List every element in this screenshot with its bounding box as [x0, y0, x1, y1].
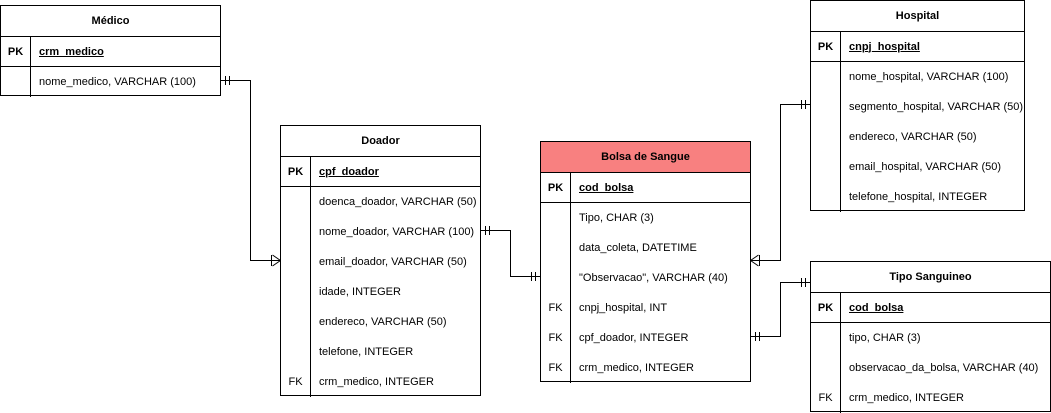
entity-tipo-sanguineo[interactable]: Tipo Sanguineo PK cod_bolsa FK tipo, CHA…: [810, 261, 1051, 413]
pk-name: cod_bolsa: [579, 181, 634, 194]
rel-medico-doador: [220, 80, 281, 261]
attr-key: [281, 307, 310, 337]
attribute: data_coleta, DATETIME: [579, 242, 697, 254]
pk-label: PK: [811, 293, 841, 322]
attr-key: FK: [288, 376, 303, 388]
entity-medico[interactable]: Médico PK crm_medico nome_medico, VARCHA…: [0, 5, 221, 97]
attr-key: [281, 247, 310, 277]
entity-bolsa-de-sangue[interactable]: Bolsa de Sangue PK cod_bolsa FK FK FK Ti…: [540, 141, 751, 383]
attribute: nome_hospital, VARCHAR (100): [849, 71, 1009, 83]
entity-title: Hospital: [811, 1, 1024, 32]
pk-label: PK: [1, 37, 31, 66]
entity-hospital[interactable]: Hospital PK cnpj_hospital nome_hospital,…: [810, 0, 1025, 212]
primary-key-row: PK cpf_doador: [281, 157, 480, 187]
attr-key: [811, 353, 840, 383]
attr-key: [281, 337, 310, 367]
entity-title: Bolsa de Sangue: [541, 142, 750, 173]
entity-title: Médico: [1, 6, 220, 37]
entity-title: Tipo Sanguineo: [811, 262, 1050, 293]
attribute: idade, INTEGER: [319, 286, 401, 298]
attribute: cnpj_hospital, INT: [579, 302, 668, 314]
attribute: endereco, VARCHAR (50): [849, 131, 977, 143]
pk-name: cod_bolsa: [849, 301, 904, 314]
attribute: crm_medico, INTEGER: [319, 376, 434, 388]
attr-key: FK: [548, 302, 563, 314]
attribute: doenca_doador, VARCHAR (50): [319, 196, 477, 208]
attribute: Tipo, CHAR (3): [579, 212, 654, 224]
key-column: [1, 67, 31, 97]
attribute: email_doador, VARCHAR (50): [319, 256, 467, 268]
attr-key: [811, 323, 840, 353]
attr-key: [281, 217, 310, 247]
attribute: nome_doador, VARCHAR (100): [319, 226, 475, 238]
key-column: FK FK FK: [541, 203, 571, 383]
attr-key: [811, 182, 840, 212]
primary-key-row: PK crm_medico: [1, 37, 220, 67]
attribute-list: Tipo, CHAR (3) data_coleta, DATETIME "Ob…: [571, 203, 750, 383]
attribute: email_hospital, VARCHAR (50): [849, 161, 1002, 173]
pk-label: PK: [811, 32, 841, 61]
attribute: telefone_hospital, INTEGER: [849, 191, 988, 203]
primary-key-row: PK cnpj_hospital: [811, 32, 1024, 62]
attribute: telefone, INTEGER: [319, 346, 414, 358]
attr-key: [281, 277, 310, 307]
rel-doador-bolsa: [480, 230, 541, 277]
attr-key: [811, 92, 840, 122]
attribute: endereco, VARCHAR (50): [319, 316, 447, 328]
attr-key: [541, 233, 570, 263]
attr-key: [1, 67, 30, 97]
attribute: cpf_doador, INTEGER: [579, 332, 689, 344]
key-column: [811, 62, 841, 212]
attribute: observacao_da_bolsa, VARCHAR (40): [849, 362, 1039, 374]
pk-name: crm_medico: [39, 45, 104, 58]
attribute-block: nome_hospital, VARCHAR (100) segmento_ho…: [811, 62, 1024, 212]
attr-key: [811, 122, 840, 152]
entity-doador[interactable]: Doador PK cpf_doador FK doenca_doador, V…: [280, 125, 481, 397]
attribute: "Observacao", VARCHAR (40): [579, 272, 728, 284]
attr-key: FK: [548, 362, 563, 374]
attribute-block: FK doenca_doador, VARCHAR (50) nome_doad…: [281, 187, 480, 397]
attribute-list: nome_hospital, VARCHAR (100) segmento_ho…: [841, 62, 1024, 212]
attribute: tipo, CHAR (3): [849, 332, 921, 344]
attribute-block: FK FK FK Tipo, CHAR (3) data_coleta, DAT…: [541, 203, 750, 383]
attr-key: FK: [818, 392, 833, 404]
rel-bolsa-hospital: [750, 104, 811, 261]
pk-label: PK: [541, 173, 571, 202]
attr-key: [811, 62, 840, 92]
entity-title: Doador: [281, 126, 480, 157]
attribute: crm_medico, INTEGER: [579, 362, 694, 374]
pk-name: cnpj_hospital: [849, 40, 920, 53]
attribute-block: FK tipo, CHAR (3) observacao_da_bolsa, V…: [811, 323, 1050, 413]
rel-bolsa-tipo: [750, 282, 811, 337]
key-column: FK: [811, 323, 841, 413]
attr-key: [541, 203, 570, 233]
attr-key: FK: [548, 332, 563, 344]
attribute-list: tipo, CHAR (3) observacao_da_bolsa, VARC…: [841, 323, 1050, 413]
pk-label: PK: [281, 157, 311, 186]
attribute: nome_medico, VARCHAR (100): [39, 76, 196, 88]
attr-key: [811, 152, 840, 182]
key-column: FK: [281, 187, 311, 397]
attribute-block: nome_medico, VARCHAR (100): [1, 67, 220, 97]
attribute-list: nome_medico, VARCHAR (100): [31, 67, 220, 97]
attribute-list: doenca_doador, VARCHAR (50) nome_doador,…: [311, 187, 480, 397]
pk-name: cpf_doador: [319, 165, 379, 178]
attribute: segmento_hospital, VARCHAR (50): [849, 101, 1024, 113]
attribute: crm_medico, INTEGER: [849, 392, 964, 404]
attr-key: [281, 187, 310, 217]
primary-key-row: PK cod_bolsa: [811, 293, 1050, 323]
primary-key-row: PK cod_bolsa: [541, 173, 750, 203]
attr-key: [541, 263, 570, 293]
